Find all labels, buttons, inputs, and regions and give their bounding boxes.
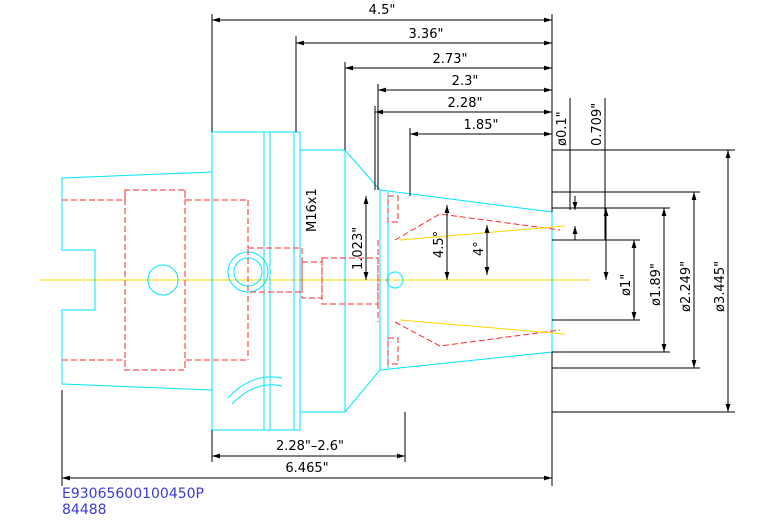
dim-2-28: 2.28" — [448, 96, 483, 111]
dimension-lines — [62, 17, 731, 481]
dim-dia-1-89: ø1.89" — [649, 263, 664, 306]
dim-1-023: 1.023" — [351, 227, 366, 270]
dim-dia-2-249: ø2.249" — [679, 261, 694, 312]
hidden-lines — [62, 189, 561, 371]
dim-2-73: 2.73" — [433, 52, 468, 67]
dim-1-85: 1.85" — [464, 118, 499, 133]
holder-outline — [61, 131, 553, 431]
dim-2-3: 2.3" — [452, 74, 479, 89]
dim-dia-3-445: ø3.445" — [713, 261, 728, 312]
dim-dia-0-1: ø0.1" — [555, 111, 570, 146]
drawing-footer: E93065600100450P 84488 — [62, 486, 204, 518]
collet-lines — [399, 225, 566, 335]
item-code: 84488 — [62, 502, 107, 518]
dim-thread-m16x1: M16x1 — [305, 188, 320, 232]
dim-range-2-28-2-6: 2.28"–2.6" — [276, 439, 344, 454]
dim-angle-4: 4° — [472, 241, 487, 256]
dim-6-465: 6.465" — [285, 461, 328, 476]
dim-0-709: 0.709" — [590, 103, 605, 146]
dim-dia-1: ø1" — [619, 274, 634, 296]
dim-angle-4-5: 4.5° — [432, 231, 447, 258]
dim-3-36: 3.36" — [409, 27, 444, 42]
part-number: E93065600100450P — [62, 486, 204, 502]
dim-4-5: 4.5" — [369, 3, 396, 18]
